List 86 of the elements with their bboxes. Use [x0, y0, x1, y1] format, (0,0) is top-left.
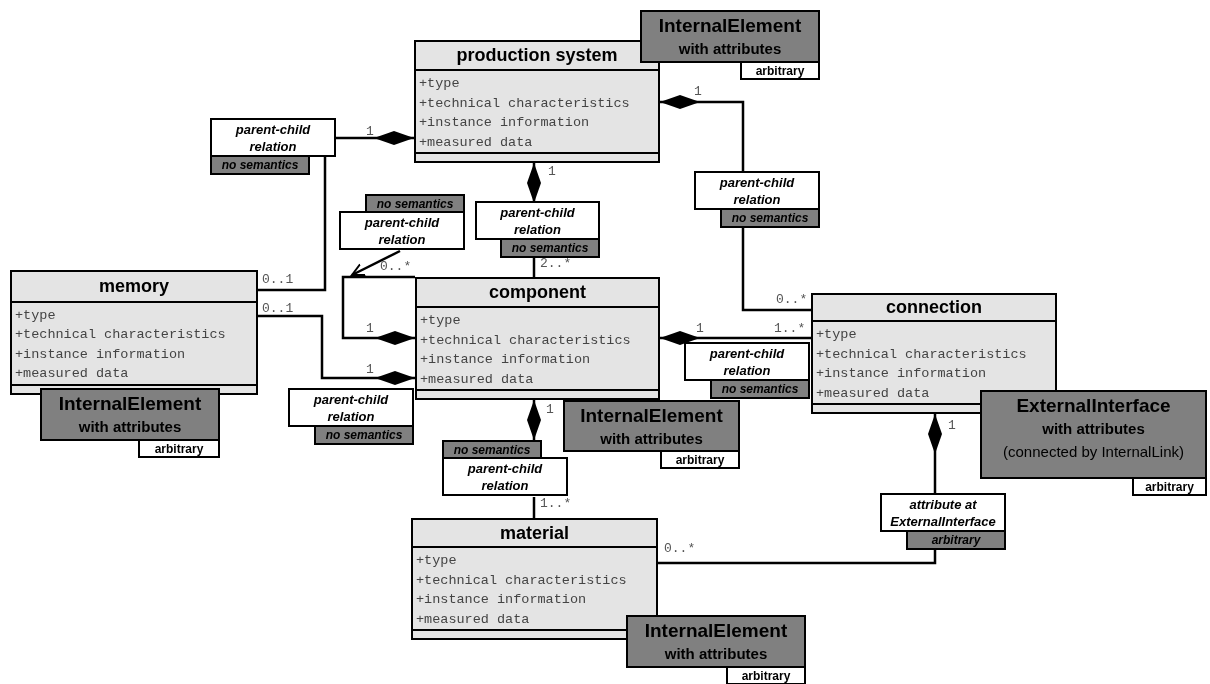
attribute-text: +measured data — [816, 384, 930, 403]
relation-label: parent-child relation — [210, 118, 336, 157]
multiplicity-label: 0..1 — [262, 301, 294, 316]
arbitrary-tag: arbitrary — [1132, 477, 1207, 496]
composition-line — [258, 314, 415, 385]
relation-label: parent-child relation — [475, 201, 600, 240]
tag-subtitle: with attributes — [78, 417, 182, 437]
relation-label: parent-child relation — [339, 211, 465, 250]
attribute-text: +technical characteristics — [15, 326, 226, 345]
attribute-text: +technical characteristics — [420, 331, 631, 350]
arbitrary-tag: arbitrary — [138, 439, 220, 458]
class-name: connection — [813, 295, 1055, 323]
composition-line — [928, 414, 942, 493]
composition-line — [527, 400, 541, 440]
attribute-text: +instance information — [816, 365, 987, 384]
relation-label: parent-child relation — [694, 171, 820, 210]
composition-line — [527, 163, 541, 203]
tag-subtitle: with attributes — [664, 644, 768, 664]
multiplicity-label: 1 — [366, 321, 374, 336]
multiplicity-label: 0..* — [776, 292, 808, 307]
tag-subtitle: with attributes — [678, 39, 782, 59]
composition-line — [341, 275, 415, 345]
multiplicity-label: 1 — [948, 418, 956, 433]
tag-title: InternalElement — [658, 14, 802, 38]
relation-label: attribute at ExternalInterface — [880, 493, 1006, 532]
tag-title: ExternalInterface — [1016, 394, 1171, 418]
tag-title: InternalElement — [644, 619, 788, 643]
multiplicity-label: 1..* — [540, 496, 572, 511]
attribute-text: +measured data — [416, 610, 530, 629]
attribute-text: +type — [816, 326, 857, 345]
composition-line — [258, 157, 327, 292]
attribute-text: +technical characteristics — [816, 345, 1027, 364]
multiplicity-label: 0..1 — [262, 272, 294, 287]
attribute-text: +instance information — [15, 345, 186, 364]
tag-title: InternalElement — [580, 404, 723, 428]
arbitrary-tag: arbitrary — [740, 61, 820, 80]
multiplicity-label: 1 — [366, 362, 374, 377]
relation-label: parent-child relation — [442, 457, 568, 496]
semantics-tag: no semantics — [210, 155, 310, 175]
composition-line — [660, 95, 745, 171]
multiplicity-label: 0..* — [380, 259, 412, 274]
class-name: component — [417, 279, 658, 309]
semantics-tag: no semantics — [314, 425, 414, 445]
semantics-tag: no semantics — [710, 379, 810, 399]
attribute-text: +instance information — [420, 351, 591, 370]
composition-line — [660, 331, 811, 345]
attribute-text: +type — [420, 312, 461, 331]
relation-label: parent-child relation — [288, 388, 414, 427]
leader-line — [351, 249, 401, 277]
tag-note: (connected by InternalLink) — [1003, 442, 1184, 462]
multiplicity-label: 1..* — [774, 321, 806, 336]
attribute-text: +type — [416, 552, 457, 571]
composition-line — [658, 549, 937, 565]
tag-subtitle: with attributes — [1042, 419, 1145, 439]
semantics-tag: no semantics — [500, 238, 600, 258]
multiplicity-label: 0..* — [664, 541, 696, 556]
attribute-text: +measured data — [15, 365, 129, 384]
multiplicity-label: 2..* — [540, 256, 572, 271]
attribute-text: +technical characteristics — [419, 94, 630, 113]
composition-line — [741, 227, 811, 312]
relation-label: parent-child relation — [684, 342, 810, 381]
tag-title: InternalElement — [58, 392, 202, 416]
attribute-text: +type — [419, 75, 460, 94]
multiplicity-label: 1 — [366, 124, 374, 139]
class-name: material — [413, 520, 656, 549]
attribute-text: +measured data — [420, 370, 534, 389]
semantics-tag: no semantics — [720, 208, 820, 228]
attribute-text: +instance information — [419, 114, 590, 133]
arbitrary-tag: arbitrary — [726, 666, 806, 684]
attribute-text: +measured data — [419, 133, 533, 152]
attribute-text: +instance information — [416, 591, 587, 610]
multiplicity-label: 1 — [548, 164, 556, 179]
attribute-text: +technical characteristics — [416, 571, 627, 590]
multiplicity-label: 1 — [694, 84, 702, 99]
attribute-text: +type — [15, 306, 56, 325]
arbitrary-tag: arbitrary — [660, 450, 740, 469]
multiplicity-label: 1 — [546, 402, 554, 417]
semantics-tag: no semantics — [365, 194, 465, 213]
composition-line — [336, 131, 414, 145]
tag-subtitle: with attributes — [600, 429, 703, 449]
semantics-tag: no semantics — [442, 440, 542, 459]
semantics-tag: arbitrary — [906, 530, 1006, 550]
composition-line — [532, 257, 536, 277]
class-name: memory — [12, 272, 256, 303]
multiplicity-label: 1 — [696, 321, 704, 336]
composition-line — [532, 497, 536, 518]
